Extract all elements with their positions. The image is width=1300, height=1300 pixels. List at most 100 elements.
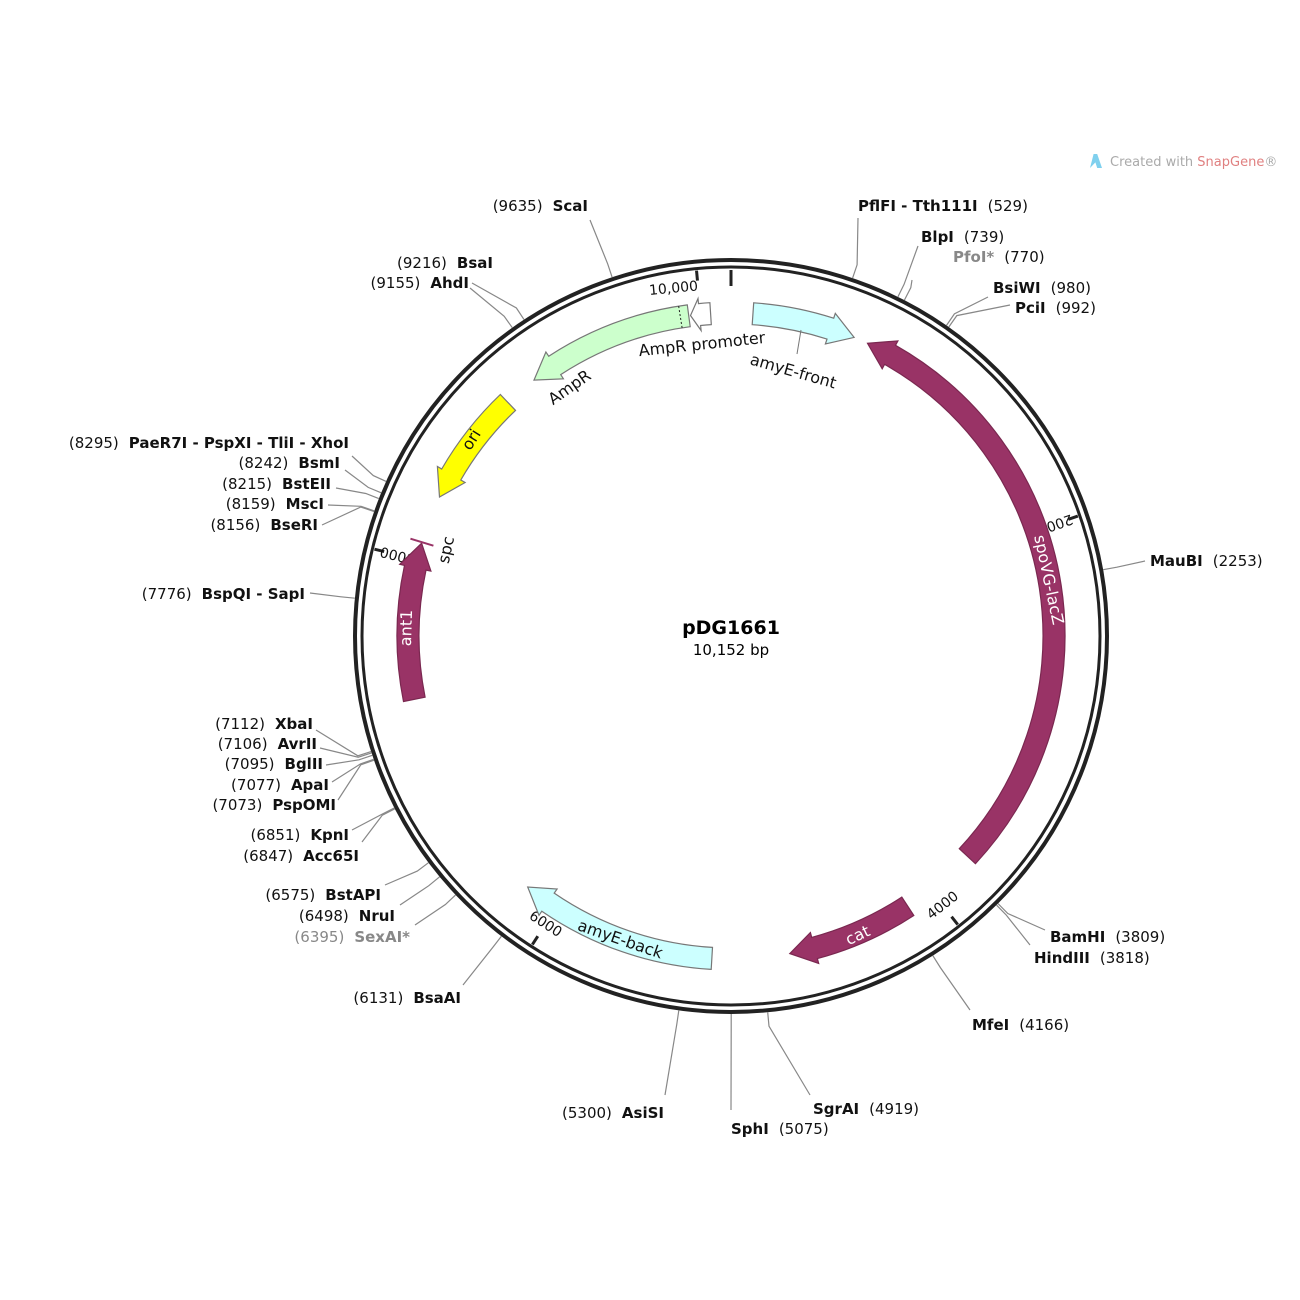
site-asisi[interactable]: (5300)AsiSI	[562, 1104, 664, 1122]
feature-cat-arrow[interactable]	[788, 896, 915, 965]
site-nrui[interactable]: (6498)NruI	[299, 907, 395, 925]
site-leader-line	[903, 279, 913, 301]
feature-ampr-promoter-arrow[interactable]	[689, 296, 712, 333]
site-leader-line	[384, 862, 429, 886]
site-enzyme-name: BglII	[285, 755, 323, 773]
site-sphi[interactable]: SphI(5075)	[731, 1120, 829, 1138]
site-enzyme-name: Acc65I	[303, 847, 359, 865]
site-blpi[interactable]: BlpI (739)	[921, 228, 1004, 246]
site-position: (4166)	[1019, 1016, 1069, 1034]
site-hindiii[interactable]: HindIII (3818)	[1034, 949, 1150, 967]
site-bsai[interactable]: (9216)BsaI	[397, 254, 493, 272]
site-leader-line	[331, 758, 374, 783]
watermark-prefix: Created with	[1110, 155, 1198, 170]
feature-label-leader	[796, 329, 802, 355]
site-enzyme-name: PfoI*	[953, 248, 994, 266]
backbone-ring	[353, 258, 1109, 1014]
marker-spc[interactable]	[410, 537, 434, 547]
site-position: (7106)	[218, 735, 268, 753]
tick-label: 4000	[924, 888, 962, 923]
site-xbai[interactable]: (7112)XbaI	[215, 715, 313, 733]
feature-amye-front-label: amyE-front	[748, 350, 839, 393]
site-leader-line	[321, 506, 375, 526]
feature-amye-back-label: amyE-back	[575, 916, 666, 963]
feature-ori-arrow[interactable]	[436, 393, 517, 498]
site-leader-line	[351, 455, 387, 482]
site-enzyme-name: BspQI - SapI	[202, 585, 305, 603]
tick-mark	[374, 547, 385, 553]
site-avrii[interactable]: (7106) AvrII	[218, 735, 317, 753]
site-position: (8156)	[210, 516, 260, 534]
site-kpni[interactable]: (6851)KpnI	[250, 826, 349, 844]
feature-ant1-arrow[interactable]	[396, 542, 432, 703]
site-position: (4919)	[869, 1100, 919, 1118]
site-enzyme-name: HindIII	[1034, 949, 1090, 967]
tick-mark	[1067, 514, 1079, 521]
site-mfei[interactable]: MfeI (4166)	[972, 1016, 1069, 1034]
site-leader-line	[1102, 560, 1146, 571]
site-enzyme-name: BsmI	[298, 454, 340, 472]
site-position: (9155)	[371, 274, 421, 292]
site-enzyme-name: PflFI - Tth111I	[858, 197, 978, 215]
site-scai[interactable]: (9635)ScaI	[493, 197, 588, 215]
tick-mark	[950, 915, 959, 926]
site-position: (8295)	[69, 434, 119, 452]
ring-outer	[353, 258, 1109, 1014]
site-pspomi[interactable]: (7073)PspOMI	[212, 796, 336, 814]
site-enzyme-name: KpnI	[310, 826, 349, 844]
site-apai[interactable]: (7077)ApaI	[231, 776, 329, 794]
site-sgrai[interactable]: SgrAI(4919)	[813, 1100, 919, 1118]
site-leader-line	[414, 894, 457, 926]
site-bsiwi[interactable]: BsiWI(980)	[993, 279, 1091, 297]
site-paer7i-pspxi-tlii-xhoi[interactable]: (8295) PaeR7I - PspXI - TliI - XhoI	[69, 434, 349, 452]
plasmid-size: 10,152 bp	[693, 641, 769, 659]
feature-ant1-label: ant1	[396, 609, 416, 646]
site-enzyme-name: BlpI	[921, 228, 954, 246]
site-enzyme-name: ScaI	[553, 197, 588, 215]
site-enzyme-name: AvrII	[278, 735, 317, 753]
site-enzyme-name: BsiWI	[993, 279, 1041, 297]
site-leader-line	[327, 504, 375, 512]
site-enzyme-name: BseRI	[270, 516, 318, 534]
site-bseri[interactable]: (8156) BseRI	[210, 516, 318, 534]
watermark-suffix: ®	[1264, 155, 1278, 170]
site-leader-line	[315, 729, 372, 757]
site-bglii[interactable]: (7095)BglII	[225, 755, 323, 773]
feature-amye-back-arrow[interactable]	[526, 886, 714, 971]
site-position: (3809)	[1115, 928, 1165, 946]
site-position: (6498)	[299, 907, 349, 925]
feature-amye-front-arrow[interactable]	[751, 302, 856, 345]
feature-spovg-lacz-arrow[interactable]	[866, 340, 1066, 865]
site-position: (3818)	[1100, 949, 1150, 967]
site-leader-line	[932, 955, 971, 1011]
site-leader-line	[946, 296, 989, 326]
site-pfoi-[interactable]: PfoI* (770)	[953, 248, 1045, 266]
site-bsteii[interactable]: (8215)BstEII	[222, 475, 331, 493]
site-maubi[interactable]: MauBI(2253)	[1150, 552, 1263, 570]
site-bsmi[interactable]: (8242)BsmI	[239, 454, 340, 472]
site-enzyme-name: MfeI	[972, 1016, 1009, 1034]
feature-ampr-arrow[interactable]	[533, 304, 691, 381]
site-msci[interactable]: (8159)MscI	[226, 495, 324, 513]
site-enzyme-name: BamHI	[1050, 928, 1105, 946]
site-pcii[interactable]: PciI(992)	[1015, 299, 1096, 317]
site-bstapi[interactable]: (6575)BstAPI	[265, 886, 381, 904]
site-position: (739)	[964, 228, 1004, 246]
site-enzyme-name: MscI	[286, 495, 324, 513]
site-bsaai[interactable]: (6131)BsaAI	[353, 989, 461, 1007]
site-bamhi[interactable]: BamHI (3809)	[1050, 928, 1165, 946]
site-ahdi[interactable]: (9155)AhdI	[371, 274, 470, 292]
site-enzyme-name: SexAI*	[354, 928, 410, 946]
site-leader-line	[996, 904, 1031, 946]
site-acc65i[interactable]: (6847)Acc65I	[243, 847, 359, 865]
site-leader-line	[351, 807, 395, 831]
site-leader-line	[335, 487, 380, 500]
site-sexai-[interactable]: (6395)SexAI*	[294, 928, 410, 946]
site-bspqi-sapi[interactable]: (7776)BspQI - SapI	[142, 585, 305, 603]
site-enzyme-name: PaeR7I - PspXI - TliI - XhoI	[129, 434, 349, 452]
site-leader-line	[462, 935, 502, 986]
site-position: (770)	[1004, 248, 1044, 266]
site-enzyme-name: PciI	[1015, 299, 1046, 317]
site-pflfi-tth111i[interactable]: PflFI - Tth111I(529)	[858, 197, 1028, 215]
